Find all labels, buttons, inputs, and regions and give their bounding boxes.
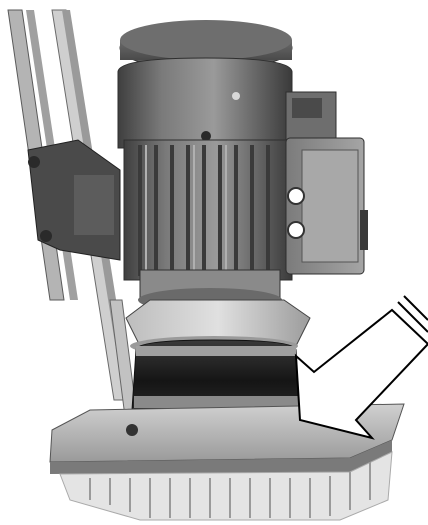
brush-bristles: [59, 451, 393, 521]
plate-bolt: [126, 424, 138, 436]
arrow-pointer-icon: [294, 295, 428, 440]
cooling-fins: [138, 145, 270, 276]
motor-body: [123, 139, 293, 281]
junction-box: [285, 91, 368, 275]
motor-dome: [117, 57, 293, 149]
handle-bracket: [27, 139, 121, 261]
